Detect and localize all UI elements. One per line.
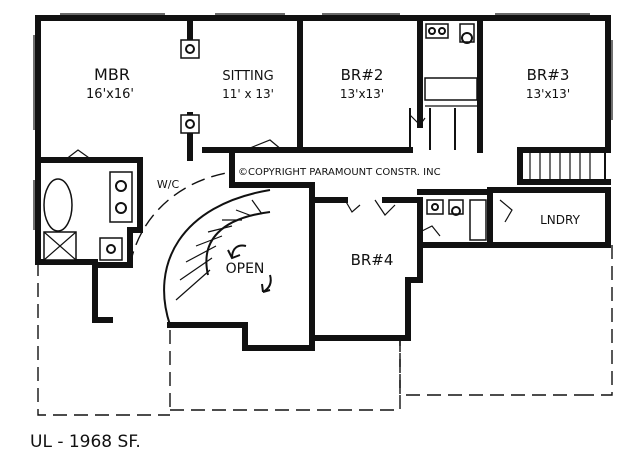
br3-label: BR#3 (527, 66, 570, 84)
fireplaces (180, 39, 200, 134)
mbr-size: 16'x16' (86, 87, 134, 102)
br4-label: BR#4 (351, 251, 394, 269)
lower-level-dashed-outline (37, 245, 613, 416)
wic-label: W/C (157, 178, 180, 191)
br2-size: 13'x13' (340, 87, 384, 101)
br2-label: BR#2 (341, 66, 384, 84)
br3-size: 13'x13' (526, 87, 570, 101)
master-bath-fixtures (43, 171, 133, 261)
sitting-size: 11' x 13' (222, 87, 274, 101)
door-swings (64, 114, 513, 237)
copyright-label: ©COPYRIGHT PARAMOUNT CONSTR. INC (238, 167, 441, 178)
hall-bath-fixtures (409, 23, 479, 150)
laundry-label: LNDRY (540, 213, 580, 227)
hall-stair (519, 151, 606, 181)
mbr-label: MBR (94, 65, 130, 84)
sitting-label: SITTING (222, 69, 273, 84)
windows (33, 13, 613, 339)
area-caption: UL - 1968 SF. (30, 432, 141, 452)
open-arrow (227, 244, 272, 293)
laundry-area-fixtures (426, 199, 487, 241)
open-label: OPEN (226, 261, 265, 277)
curved-staircase (129, 171, 271, 326)
